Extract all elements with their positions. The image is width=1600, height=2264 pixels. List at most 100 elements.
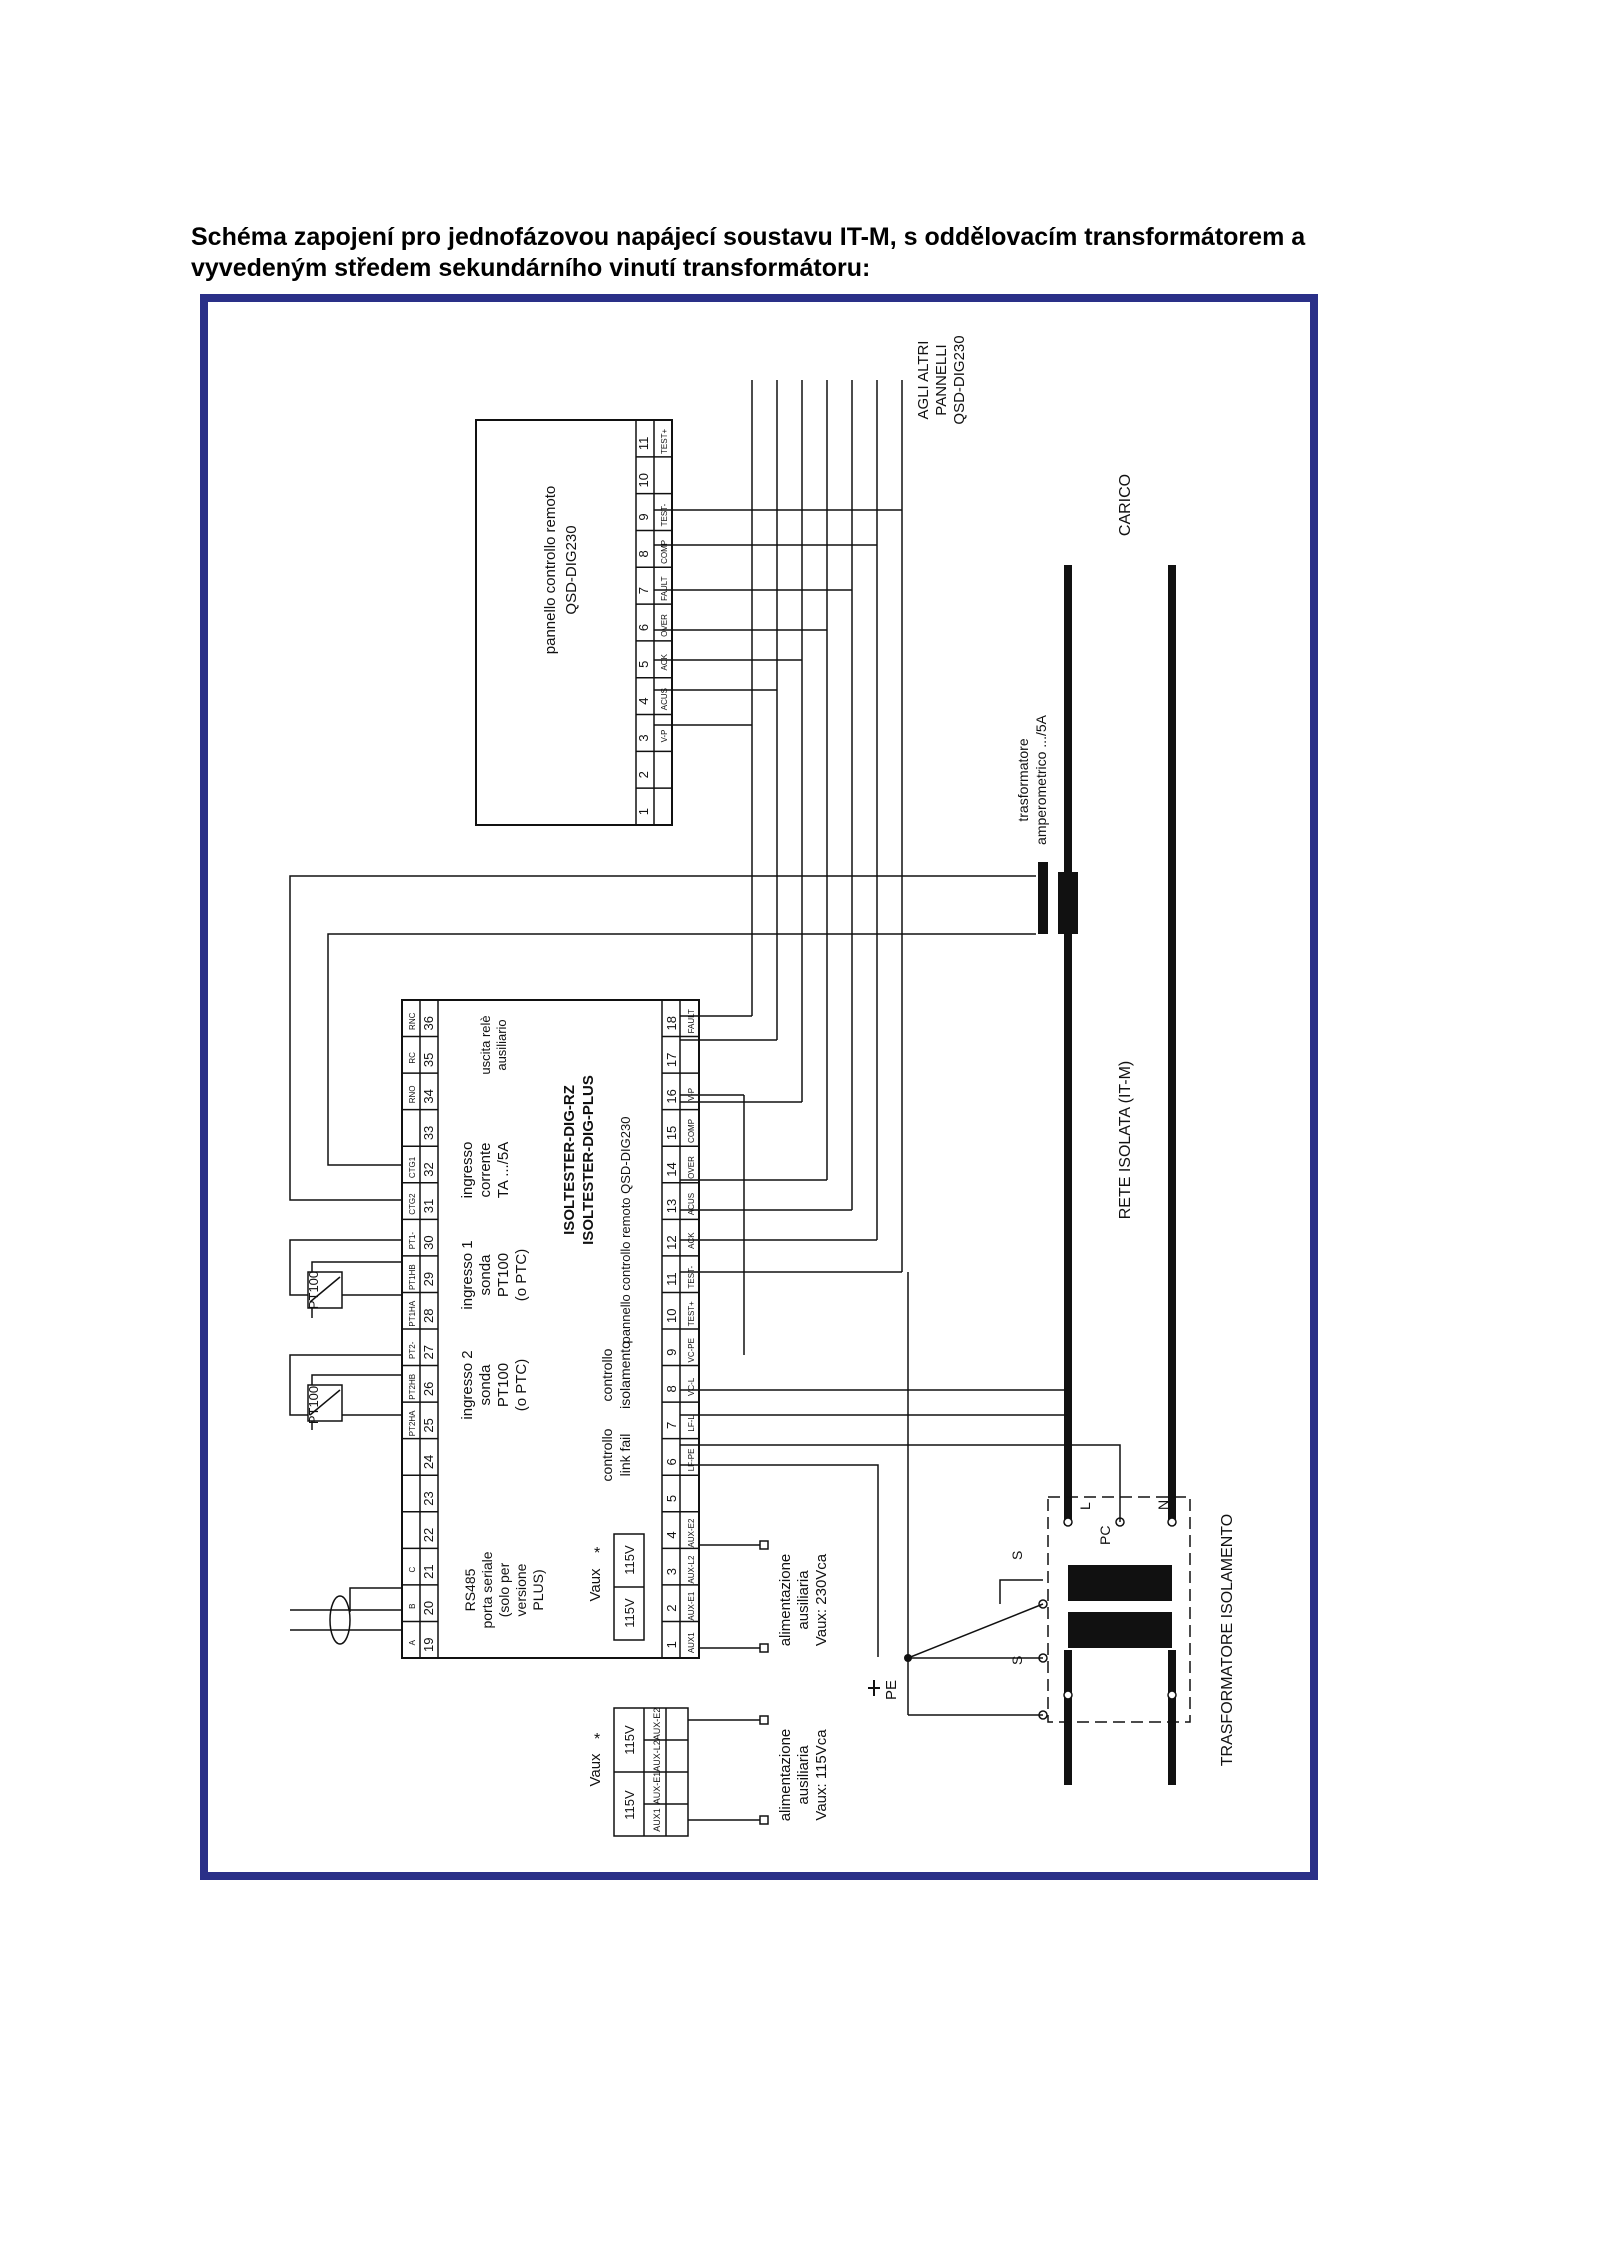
supply-115-value-1: 115V [622,1790,637,1820]
main-bottom-terminal-number: 12 [664,1235,679,1249]
main-bottom-terminal-signal: AUX-E2 [687,1518,696,1547]
remote-terminal-number: 4 [636,698,651,705]
ingresso2-label-line: sonda [477,1364,494,1406]
main-bottom-terminal-number: 5 [664,1495,679,1502]
main-bottom-terminal-number: 18 [664,1016,679,1030]
main-bottom-terminal-number: 14 [664,1162,679,1176]
supply-115-term-1: AUX1 [652,1808,662,1832]
main-top-terminal-signal: A [408,1639,417,1645]
supply-115-term-4: AUX-E2 [652,1708,662,1741]
main-bottom-terminal-number: 11 [664,1272,679,1286]
ingresso1-label-line: sonda [477,1254,494,1296]
linkfail-label-line: link fail [617,1434,633,1477]
main-top-terminal-signal: PT2- [408,1341,417,1359]
remote-terminal-signal: V-P [660,730,669,743]
primary-winding [1068,1612,1172,1648]
remote-terminal-number: 3 [636,734,651,741]
remote-panel-label: pannello controllo remoto [542,486,559,654]
other-panels-line-1: AGLI ALTRI [915,341,932,420]
main-top-terminal-number: 22 [421,1528,436,1542]
current-transformer-right [1058,872,1078,934]
supply115-label-line: Vaux: 115Vca [813,1729,830,1821]
remote-terminal-number: 5 [636,661,651,668]
page-title-line-1: Schéma zapojení pro jednofázovou napájec… [191,223,1306,251]
supply-115-term-2: AUX-E1 [652,1772,662,1805]
shield-s-label-1: S [1009,1551,1025,1560]
ct-label-1: trasformatore [1015,738,1031,821]
remote-terminal-number: 11 [636,437,651,451]
supply115-label-line: ausiliaria [795,1745,812,1805]
corrente-label-line: ingresso [459,1142,476,1199]
main-top-terminal-number: 20 [421,1601,436,1615]
main-top-terminal-number: 26 [421,1382,436,1396]
pe-label: PE [883,1680,900,1700]
shield-s-label-2: S [1009,1656,1025,1665]
other-panels-line-2: PANNELLI [933,344,950,415]
main-bottom-terminal-number: 1 [664,1641,679,1648]
main-bottom-terminal-number: 16 [664,1089,679,1103]
main-top-terminal-signal: PT1HB [408,1264,417,1290]
isolation-transformer-label: TRASFORMATORE ISOLAMENTO [1219,1514,1236,1766]
main-top-terminal-signal: PT1HA [408,1300,417,1326]
uscita-label-line: ausiliario [494,1019,509,1070]
main-top-terminal-number: 33 [421,1126,436,1140]
terminal-pc-label: PC [1097,1526,1113,1545]
main-bottom-terminal-number: 6 [664,1458,679,1465]
rs485-label-line: porta seriale [479,1551,495,1628]
supply-115-value-2: 115V [622,1725,637,1755]
main-top-terminal-signal: CTG2 [408,1193,417,1215]
ct-label-2: amperometrico .../5A [1033,714,1049,845]
carico-label: CARICO [1117,474,1134,536]
main-top-terminal-number: 32 [421,1162,436,1176]
main-bottom-terminal-number: 2 [664,1605,679,1612]
isolated-network [1064,565,1176,1785]
main-top-terminal-signal: PT2HB [408,1374,417,1400]
remote-terminal-number: 6 [636,624,651,631]
main-bottom-terminal-number: 10 [664,1308,679,1322]
ct-wiring [289,875,1036,1201]
main-top-terminal-number: 21 [421,1564,436,1578]
main-bottom-terminal-number: 13 [664,1199,679,1213]
main-bottom-terminal-signal: AUX-E1 [687,1591,696,1620]
isolation-transformer-boundary [1047,1496,1191,1723]
ingresso2-label-line: (o PTC) [513,1359,530,1412]
main-bottom-terminal-number: 7 [664,1422,679,1429]
supply-115-asterisk: * [594,1731,600,1748]
current-transformer-left [1038,862,1048,934]
main-bottom-terminal-signal: OVER [687,1156,696,1179]
main-top-terminal-number: 24 [421,1455,436,1469]
main-bottom-terminal-signal: LF-PE [687,1449,696,1472]
main-bottom-terminal-signal: VC-L [687,1377,696,1396]
page-title: Schéma zapojení pro jednofázovou napájec… [191,222,1491,284]
supply-115-vaux-label: Vaux [587,1753,604,1787]
main-bottom-terminal-signal: LF-L [687,1415,696,1432]
terminal-l-label: L [1077,1502,1093,1510]
remote-terminal-number: 7 [636,587,651,594]
linkfail-label-line: controllo [599,1428,615,1481]
uscita-label-line: uscita relè [478,1015,493,1074]
main-bottom-terminal-number: 15 [664,1126,679,1140]
supply-230-wiring [700,1544,760,1649]
remote-wiring [654,380,903,1273]
main-top-terminal-number: 36 [421,1016,436,1030]
main-top-terminal-number: 30 [421,1235,436,1249]
main-top-terminal-number: 23 [421,1491,436,1505]
rs485-label-line: versione [513,1563,529,1616]
main-top-terminal-signal: PT2HA [408,1410,417,1436]
main-top-terminal-signal: RNC [408,1012,417,1030]
supply230-label-line: Vaux: 230Vca [813,1553,830,1646]
page-title-line-2: vyvedeným středem sekundárního vinutí tr… [191,254,871,282]
supply230-label-line: alimentazione [777,1554,794,1647]
remote-terminal-number: 10 [636,473,651,487]
ingresso2-label-line: ingresso 2 [459,1350,476,1419]
main-bottom-terminal-signal: TEST+ [687,1301,696,1326]
main-bottom-terminal-signal: TEST- [687,1265,696,1288]
main-bottom-terminal-signal: FAULT [687,1009,696,1033]
remote-terminal-number: 9 [636,513,651,520]
other-panels-line-3: QSD-DIG230 [951,335,968,424]
ingresso1-label-line: ingresso 1 [459,1240,476,1309]
remote-terminal-signal: OVER [660,614,669,637]
supply-115-term-3: AUX-L2 [652,1740,662,1772]
